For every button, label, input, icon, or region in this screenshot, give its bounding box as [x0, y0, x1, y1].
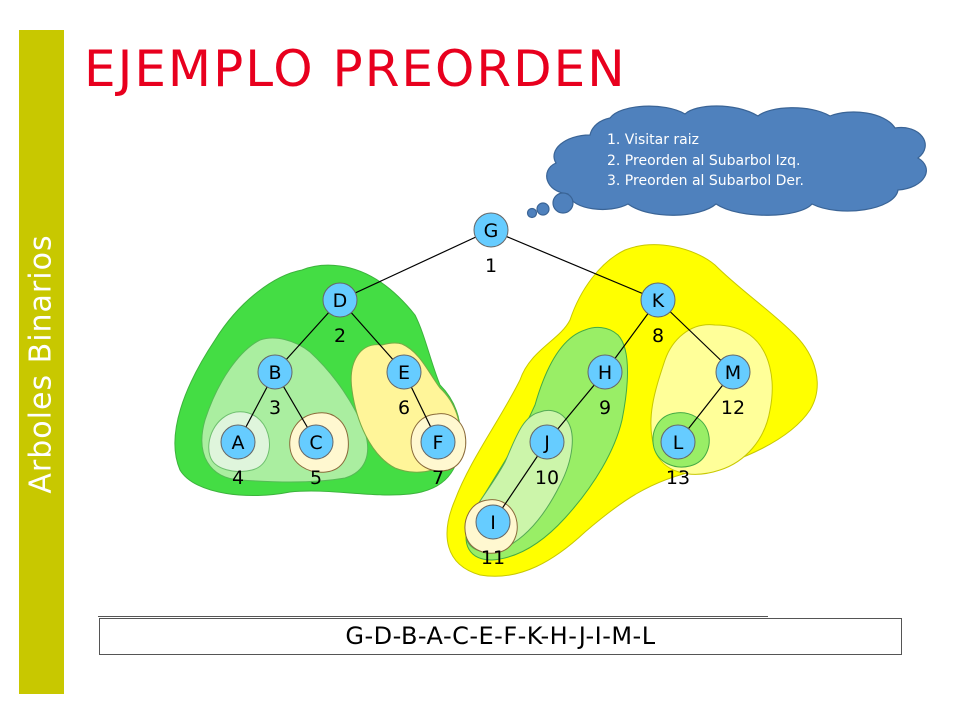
visit-order-number: 1 — [485, 255, 497, 277]
thought-bubble-cloud — [546, 105, 927, 216]
tree-node-i: I 11 — [475, 504, 511, 569]
bubble-step-3: 3. Preorden al Subarbol Der. — [607, 173, 804, 189]
visit-order-number: 2 — [334, 325, 346, 347]
node-circle — [529, 424, 565, 460]
tree-node-e: E6 — [386, 354, 422, 419]
node-circle — [660, 424, 696, 460]
visit-order-number: 5 — [310, 467, 322, 489]
tree-node-j: J 10 — [529, 424, 565, 489]
node-circle — [257, 354, 293, 390]
visit-order-number: 3 — [269, 397, 281, 419]
visit-order-number: 8 — [652, 325, 664, 347]
tree-node-a: A4 — [220, 424, 256, 489]
tree-node-m: M 12 — [715, 354, 751, 419]
tree-node-l: L 13 — [660, 424, 696, 489]
node-circle — [640, 282, 676, 318]
node-label: K — [652, 290, 665, 312]
bubble-steps: 1. Visitar raiz 2. Preorden al Subarbol … — [607, 130, 804, 192]
node-label: H — [598, 362, 612, 384]
tree-node-g: G1 — [473, 212, 509, 277]
node-circle — [475, 504, 511, 540]
tree-node-d: D2 — [322, 282, 358, 347]
visit-order-number: 4 — [232, 467, 244, 489]
tree-node-k: K8 — [640, 282, 676, 347]
tree-node-c: C5 — [298, 424, 334, 489]
tree-node-f: F7 — [420, 424, 456, 489]
thought-bubble-dot — [552, 192, 574, 214]
node-circle — [587, 354, 623, 390]
bubble-step-2: 2. Preorden al Subarbol Izq. — [607, 152, 801, 169]
node-label: F — [433, 432, 444, 454]
visit-order-number: 12 — [721, 397, 745, 419]
visit-order-number: 10 — [535, 467, 559, 489]
node-circle — [386, 354, 422, 390]
visit-order-number: 11 — [481, 547, 505, 569]
node-label: J — [543, 432, 550, 454]
node-label: I — [490, 512, 496, 534]
node-label: G — [484, 220, 499, 242]
visit-order-number: 13 — [666, 467, 690, 489]
thought-bubble-dot — [536, 202, 550, 216]
node-circle — [420, 424, 456, 460]
edge-g-k — [490, 229, 659, 301]
tree-node-b: B3 — [257, 354, 293, 419]
sidebar-bar — [19, 30, 64, 694]
node-label: A — [232, 432, 245, 454]
visit-order-number: 7 — [432, 467, 444, 489]
visit-order-number: 9 — [599, 397, 611, 419]
tree-node-h: H9 — [587, 354, 623, 419]
visit-order-number: 6 — [398, 397, 410, 419]
thought-bubble — [526, 105, 927, 219]
node-label: D — [333, 290, 348, 312]
page-title: EJEMPLO PREORDEN — [84, 40, 627, 98]
node-label: M — [725, 362, 741, 384]
node-circle — [322, 282, 358, 318]
bubble-step-1: 1. Visitar raiz — [607, 132, 699, 148]
node-circle — [473, 212, 509, 248]
node-label: C — [309, 432, 322, 454]
edge-g-d — [339, 229, 492, 301]
thought-bubble-dot — [526, 207, 538, 219]
node-circle — [298, 424, 334, 460]
node-label: B — [268, 362, 281, 384]
node-label: L — [673, 432, 684, 454]
result-box: G-D-B-A-C-E-F-K-H-J-I-M-L — [98, 616, 902, 655]
node-circle — [220, 424, 256, 460]
node-circle — [715, 354, 751, 390]
node-label: E — [398, 362, 410, 384]
preorder-result: G-D-B-A-C-E-F-K-H-J-I-M-L — [345, 622, 656, 650]
